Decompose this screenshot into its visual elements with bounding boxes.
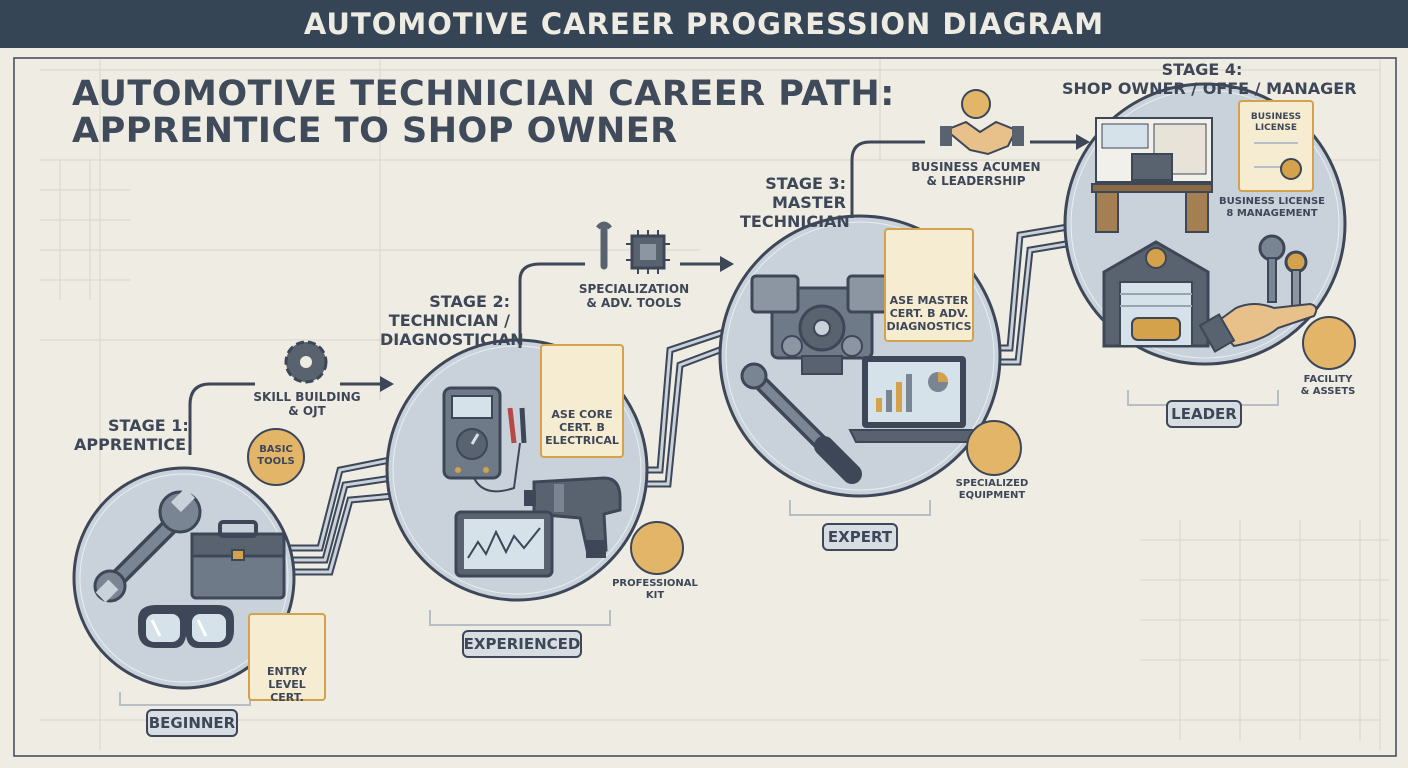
engine-icon (750, 274, 896, 375)
facility-assets-label: FACILITY & ASSETS (1300, 374, 1356, 397)
level-tag-expert: EXPERT (822, 523, 898, 551)
facility-assets-badge (1302, 316, 1356, 370)
stage2-label: STAGE 2: TECHNICIAN / DIAGNOSTICIAN (380, 292, 524, 349)
basic-tools-label: BASIC TOOLS (257, 444, 295, 467)
specialized-equipment-label: SPECIALIZED EQUIPMENT (955, 478, 1029, 501)
toolbox-icon (190, 520, 286, 600)
seal-icon (1280, 158, 1302, 180)
office-desk-icon (1091, 117, 1213, 233)
diagram-frame (13, 57, 1397, 757)
wrench-icon (93, 487, 202, 603)
license-lines (1254, 142, 1298, 168)
keys-icon (1258, 234, 1308, 311)
main-title-line1: AUTOMOTIVE TECHNICIAN CAREER PATH: (72, 74, 895, 114)
hand-icon (1198, 302, 1318, 353)
level-tag-experienced: EXPERIENCED (462, 630, 582, 658)
level-tag-beginner: BEGINNER (146, 709, 238, 737)
dollar-coin-icon (961, 89, 991, 119)
circuit-traces-inner (290, 223, 1081, 574)
main-title-line2: APPRENTICE TO SHOP OWNER (72, 111, 678, 151)
tablet-graph-icon (454, 510, 554, 578)
basic-tools-badge (247, 428, 305, 486)
header-bar: AUTOMOTIVE CAREER PROGRESSION DIAGRAM (0, 0, 1408, 48)
cert-ase-core: ASE CORE CERT. B ELECTRICAL (540, 344, 624, 458)
torque-wrench-icon (740, 362, 862, 484)
main-title: AUTOMOTIVE TECHNICIAN CAREER PATH: APPRE… (72, 76, 895, 150)
level-tag-leader: LEADER (1166, 400, 1242, 428)
business-license-management-label: BUSINESS LICENSE 8 MANAGEMENT (1219, 196, 1325, 219)
blueprint-grid (40, 60, 1390, 750)
stage4-label: STAGE 4: SHOP OWNER / OFFE / MANAGER (1062, 60, 1357, 98)
wrench-icon (596, 221, 612, 270)
cert-entry-level: ENTRY LEVEL CERT. (248, 613, 326, 704)
transition-specialization: SPECIALIZATION & ADV. TOOLS (578, 282, 690, 310)
stage1-label: STAGE 1: APPRENTICE (74, 416, 189, 454)
arrow-right-icon (380, 134, 1090, 392)
specialized-equipment-badge (966, 420, 1022, 476)
stage-connectors (188, 140, 1078, 455)
multimeter-icon (442, 386, 527, 493)
diagram-canvas: AUTOMOTIVE TECHNICIAN CAREER PATH: APPRE… (0, 48, 1408, 768)
transition-skill-building: SKILL BUILDING & OJT (253, 390, 361, 418)
garage-icon (1102, 240, 1210, 348)
handshake-icon (940, 120, 1024, 156)
laptop-chart-icon (848, 356, 980, 443)
cert-business-license: BUSINESS LICENSE (1238, 100, 1314, 192)
professional-kit-label: PROFESSIONAL KIT (612, 578, 698, 601)
gear-icon (284, 340, 328, 384)
stage3-label: STAGE 3: MASTER TECHNICIAN (740, 174, 850, 231)
impact-wrench-icon (524, 476, 622, 558)
goggles-icon (138, 605, 234, 648)
chip-icon (626, 230, 670, 274)
transition-business-acumen: BUSINESS ACUMEN & LEADERSHIP (911, 160, 1041, 188)
cert-ase-master: ASE MASTER CERT. B ADV. DIAGNOSTICS (884, 228, 974, 342)
professional-kit-badge (630, 521, 684, 575)
header-title: AUTOMOTIVE CAREER PROGRESSION DIAGRAM (303, 7, 1105, 41)
